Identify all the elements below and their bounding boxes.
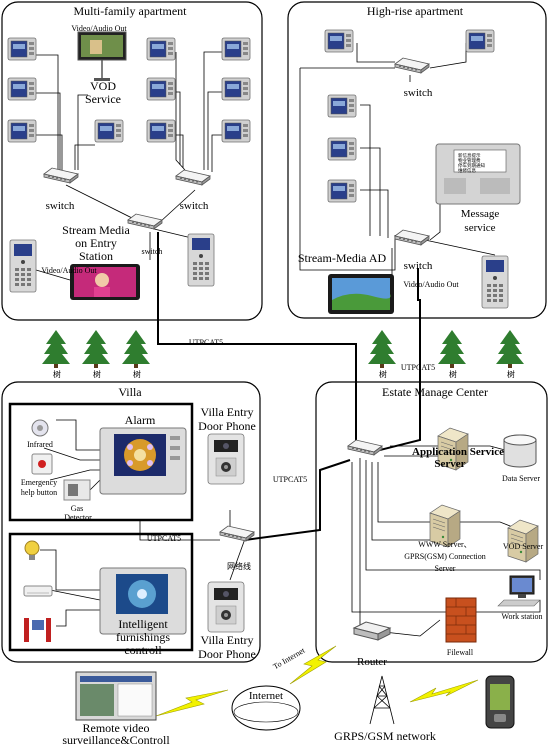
internet-label: Internet	[240, 690, 292, 702]
www-server-label: Server	[420, 564, 470, 573]
stream-media-station-label: Station	[56, 250, 136, 263]
gas-label: Detector	[58, 513, 98, 522]
switch-left-label: switch	[40, 200, 80, 212]
trees-right	[368, 330, 524, 368]
air-conditioner-icon	[24, 586, 52, 596]
tree-icon	[42, 330, 70, 368]
tree-label: 树	[448, 370, 458, 379]
tree-icon	[496, 330, 524, 368]
screen-text-line: 停车到期通知	[458, 162, 485, 169]
infrared-sensor-icon	[32, 420, 48, 436]
trees-left	[42, 330, 150, 368]
tree-label: 树	[52, 370, 62, 379]
message-service-label: Message	[450, 208, 510, 220]
alarm-label: Alarm	[120, 414, 160, 427]
tree-label: 树	[92, 370, 102, 379]
villa-entry-label: Villa Entry	[196, 406, 258, 419]
stream-media-ad-screen-icon	[328, 274, 394, 314]
gas-detector-icon	[64, 480, 90, 500]
application-server-label: Application Service	[408, 446, 508, 458]
infrared-label: Infrared	[22, 440, 58, 449]
entry-panel-icon	[10, 240, 36, 292]
monitor	[222, 38, 250, 60]
villa-entry-label: Door Phone	[196, 648, 258, 661]
monitor	[147, 38, 175, 60]
tree-label: 树	[132, 370, 142, 379]
tree-icon	[438, 330, 466, 368]
www-server-label: GPRS(GSM) Connection	[388, 552, 502, 561]
remote-surveillance-screen-icon	[76, 672, 156, 720]
emergency-label: Emergency	[14, 478, 64, 487]
router-label: Router	[352, 656, 392, 668]
monitor	[222, 78, 250, 100]
grps-label: GRPS/GSM network	[330, 730, 440, 743]
tree-icon	[368, 330, 396, 368]
cable-label: UTPCAT5	[144, 534, 184, 543]
tree-label: 树	[378, 370, 388, 379]
message-service-label: service	[450, 222, 510, 234]
video-audio-out-label: Video/Audio Out	[64, 24, 134, 33]
cable-label-cn: 网络线	[224, 562, 254, 571]
zone-title-multi-family: Multi-family apartment	[60, 5, 200, 18]
cable-label: UTPCAT5	[270, 475, 310, 484]
monitor	[8, 120, 36, 142]
switch-top-label: switch	[398, 87, 438, 99]
firewall-label: Filewall	[440, 648, 480, 657]
cable-label: UTPCAT5	[398, 363, 438, 372]
monitor	[8, 78, 36, 100]
stream-media-ad-label: Stream-Media AD	[292, 252, 392, 265]
screen-text-line: 新信息提示	[458, 152, 481, 159]
vod-server-icon	[508, 520, 538, 562]
mobile-phone-icon	[486, 676, 514, 728]
switch-bottom-label: switch	[398, 260, 438, 272]
screen-text-line: 维修信息	[458, 167, 476, 174]
cable-label: UTPCAT5	[186, 338, 226, 347]
monitor	[325, 30, 353, 52]
monitor	[328, 180, 356, 202]
video-audio-out-label: Video/Audio Out	[396, 280, 466, 289]
firewall-icon	[446, 598, 476, 642]
screen-text-line: 物业管理费	[458, 157, 481, 164]
data-server-icon	[504, 435, 536, 467]
monitor	[328, 95, 356, 117]
remote-label: surveillance&Controll	[46, 734, 186, 747]
furnishings-label: controll	[110, 644, 176, 657]
vod-server-label: VOD Server	[500, 542, 546, 551]
entry-panel-icon	[188, 234, 214, 286]
data-server-label: Data Server	[496, 474, 546, 483]
tree-icon	[122, 330, 150, 368]
monitor	[466, 30, 494, 52]
villa-entry-label: Villa Entry	[196, 634, 258, 647]
emergency-label: help button	[14, 488, 64, 497]
emergency-button-icon	[32, 454, 52, 474]
zone-title-villa: Villa	[100, 386, 160, 399]
tree-label: 树	[506, 370, 516, 379]
gas-label: Gas	[64, 504, 90, 513]
switch-right-label: switch	[174, 200, 214, 212]
monitor	[222, 120, 250, 142]
tree-icon	[82, 330, 110, 368]
villa-door-phone-bottom-icon	[208, 582, 244, 632]
vod-service-label: Service	[80, 93, 126, 106]
villa-door-phone-top-icon	[208, 434, 244, 484]
monitor	[328, 138, 356, 160]
alarm-panel-icon	[100, 428, 186, 494]
switch-center-label: switch	[136, 247, 168, 256]
www-server-label: WWW Server、	[400, 540, 490, 549]
high-rise-entry-panel-icon	[482, 256, 508, 308]
work-station-label: Work station	[498, 612, 546, 621]
monitor	[147, 78, 175, 100]
message-terminal-icon: 新信息提示 物业管理费 停车到期通知 维修信息	[436, 144, 520, 204]
zone-title-high-rise: High-rise apartment	[350, 5, 480, 18]
cell-tower-icon	[370, 676, 394, 724]
monitor	[147, 120, 175, 142]
monitor	[8, 38, 36, 60]
zone-title-estate: Estate Manage Center	[360, 386, 510, 399]
monitor	[95, 120, 123, 142]
video-audio-out-label: Video/Audio Out	[34, 266, 104, 275]
villa-entry-label: Door Phone	[196, 420, 258, 433]
application-server-label: Server	[420, 458, 480, 470]
